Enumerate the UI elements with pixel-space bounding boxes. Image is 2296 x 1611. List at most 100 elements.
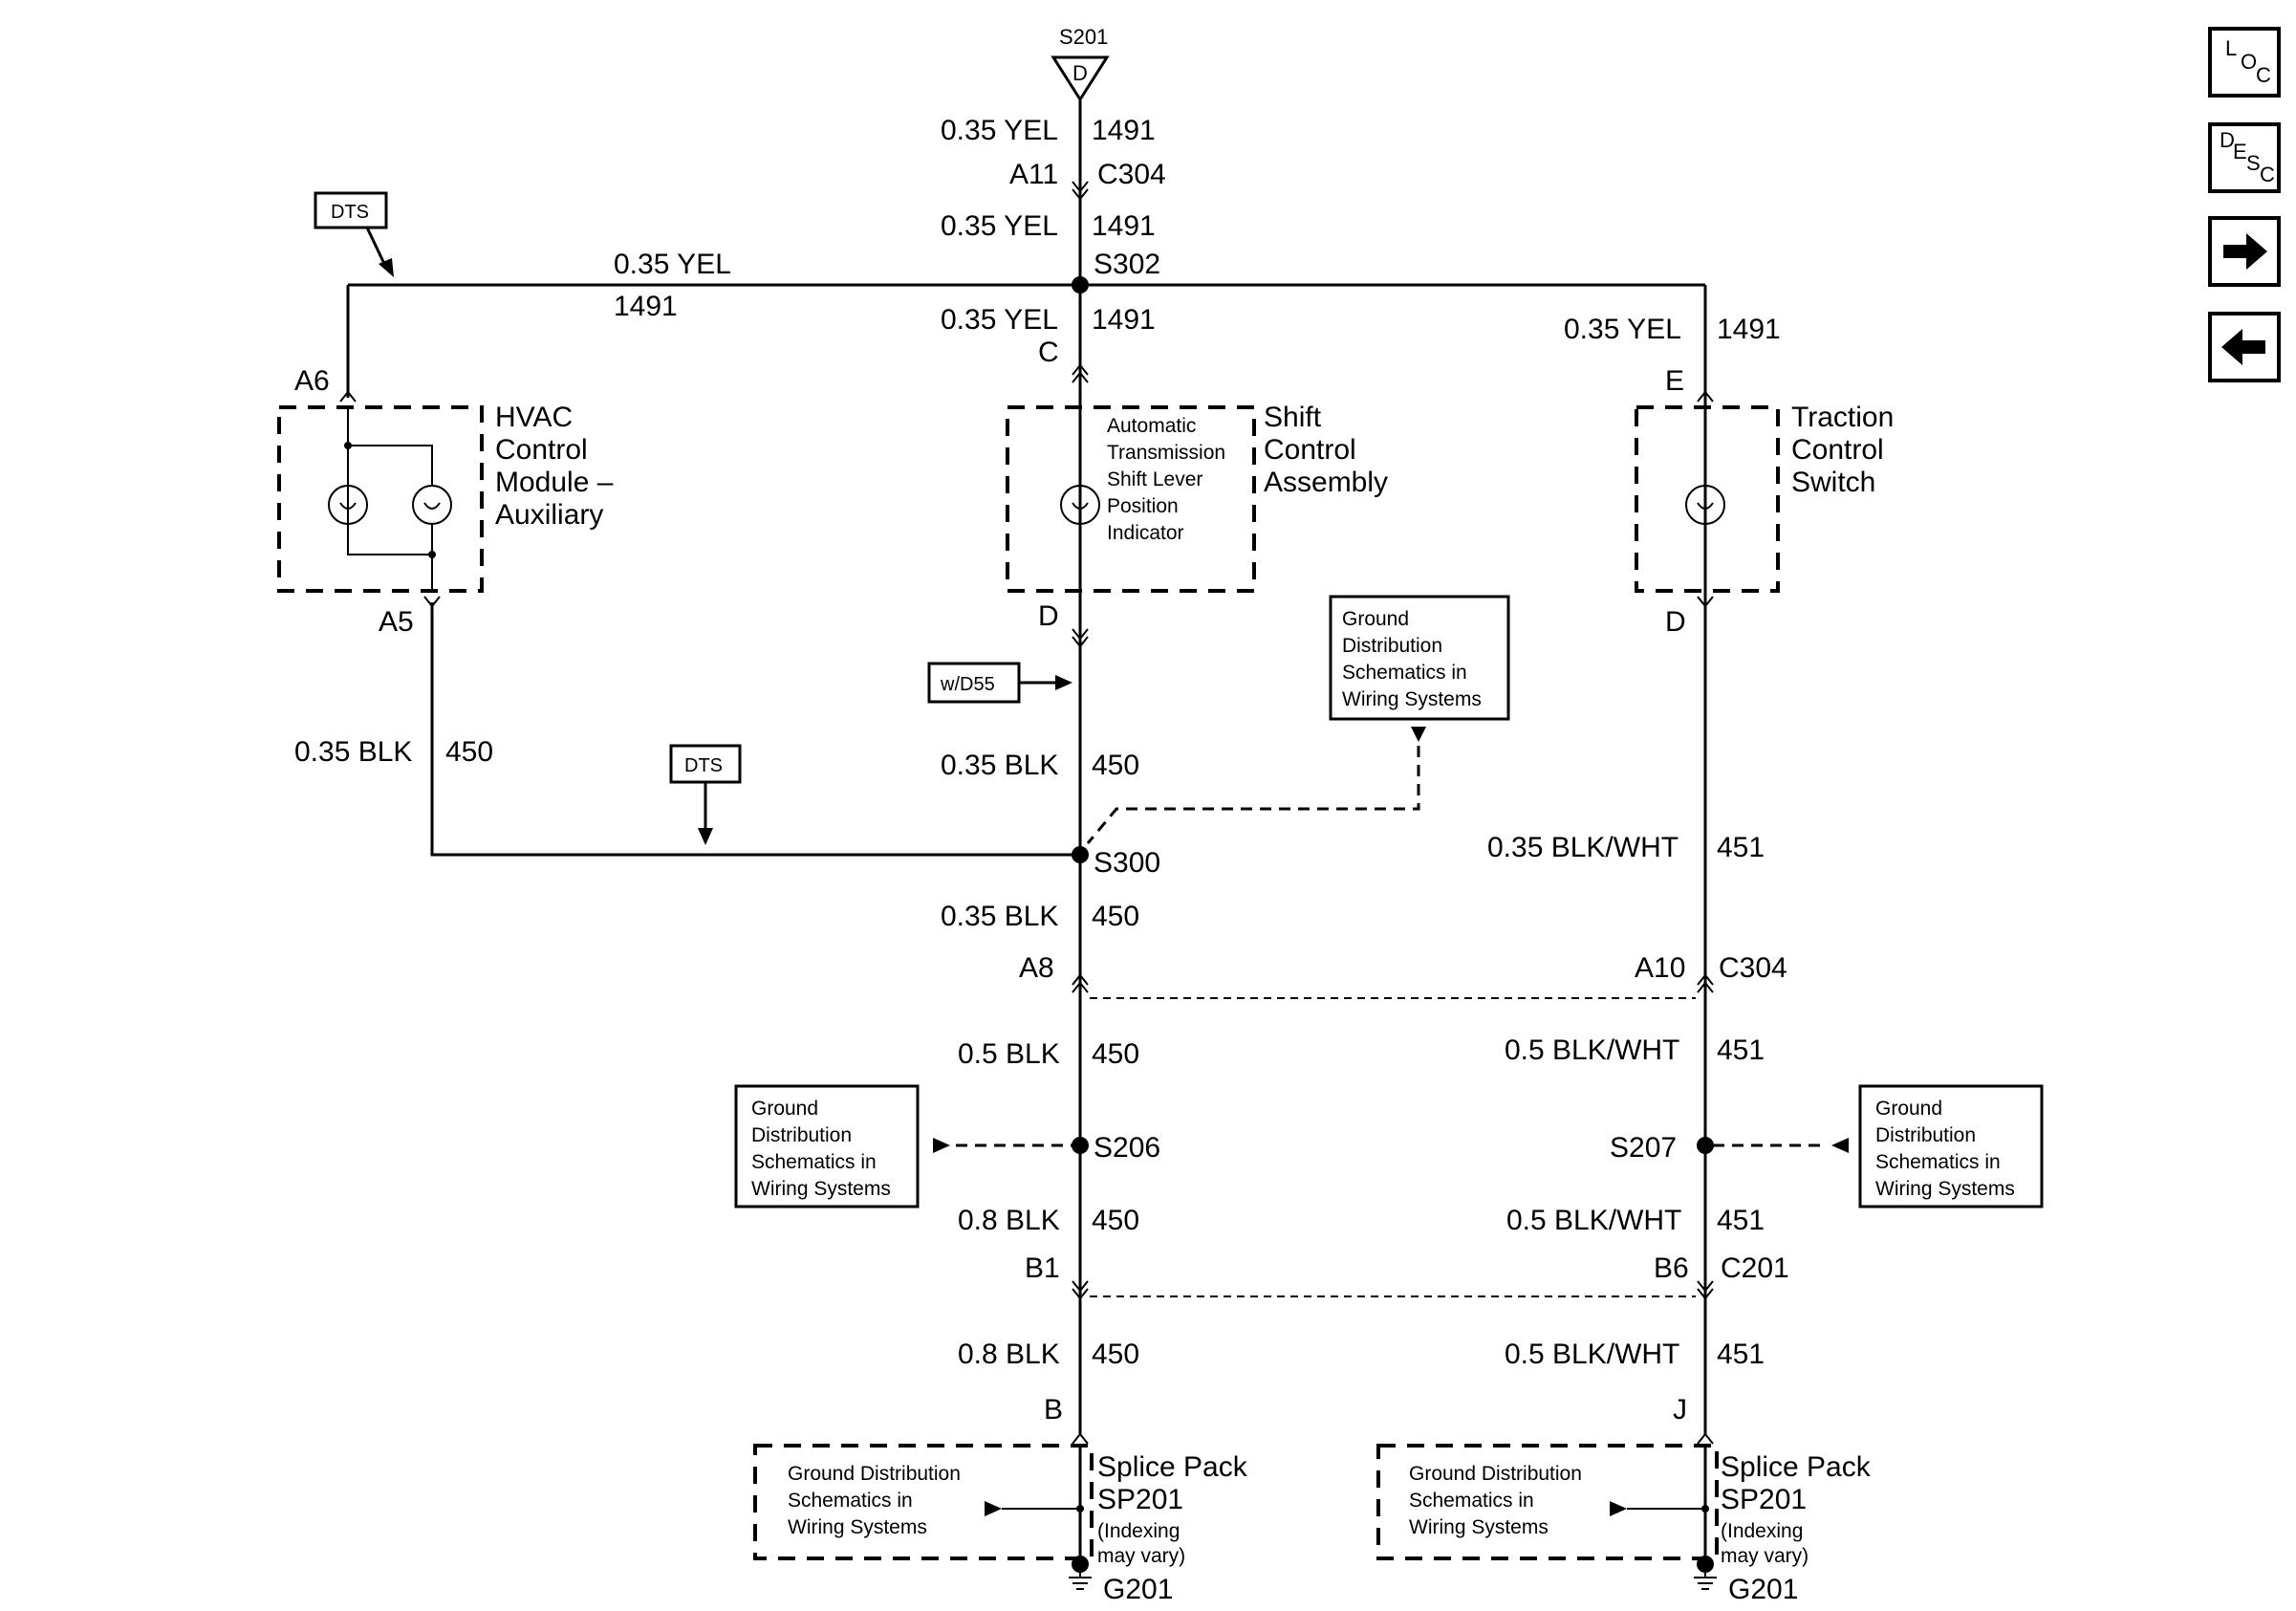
center-connector-bottom-1	[1072, 628, 1089, 641]
s302-label: S302	[1094, 249, 1160, 280]
s206-splice-dot	[1072, 1137, 1089, 1154]
right-connector-bottom	[1697, 596, 1714, 608]
feed-conn-pin: A11	[1009, 159, 1058, 190]
feed-seg1-circuit: 1491	[1092, 115, 1156, 146]
next-page-button[interactable]	[2208, 216, 2281, 287]
option-tag-box[interactable]	[927, 662, 1021, 704]
sp-left-arrow	[985, 1501, 1002, 1516]
hvac-bulb-2-icon	[412, 485, 452, 525]
center-connector-bottom-2	[1072, 636, 1089, 648]
shift-inner-line4: Position	[1107, 495, 1179, 517]
g201-left-label: G201	[1103, 1574, 1173, 1605]
ground-ref-right-line2: Distribution	[1875, 1124, 1976, 1146]
hvac-module-line2: Control	[495, 434, 588, 466]
feed-seg2-gauge: 0.35 YEL	[941, 210, 1058, 242]
center-branch: 0.35 YEL 1491 C Automatic Transmission S…	[734, 287, 1510, 1445]
left-ground-circuit: 450	[445, 736, 493, 768]
center-c201-chevron-2	[1072, 1288, 1089, 1300]
location-button-frame	[2208, 27, 2281, 98]
sp-right-title3: (Indexing	[1721, 1520, 1803, 1542]
ground-ref-top-line1: Ground	[1342, 608, 1409, 630]
center-pin-top: C	[1038, 337, 1059, 368]
connector-a11-chevron2	[1072, 188, 1089, 201]
left-ground-gauge: 0.35 BLK	[294, 736, 412, 768]
left-pin-top: A6	[294, 365, 330, 397]
ground-ref-right-line4: Wiring Systems	[1875, 1178, 2015, 1200]
right-ground3-circuit: 451	[1717, 1205, 1765, 1236]
dts-tag-box[interactable]	[314, 191, 388, 229]
arrow-right-icon	[2223, 233, 2267, 270]
right-ground4-circuit: 451	[1717, 1339, 1765, 1370]
right-gauge: 0.35 YEL	[1564, 314, 1681, 345]
center-c304-chevron-2	[1072, 981, 1089, 993]
hvac-module-box	[277, 405, 484, 593]
traction-bulb-icon	[1685, 485, 1725, 525]
center-ground1-gauge: 0.35 BLK	[941, 750, 1058, 781]
description-button[interactable]: D E S C	[2208, 122, 2281, 193]
center-ground5-gauge: 0.8 BLK	[958, 1339, 1060, 1370]
ground-ref-box-left[interactable]	[734, 1084, 920, 1208]
s207-splice-dot	[1697, 1137, 1714, 1154]
sp-right-title1: Splice Pack	[1721, 1451, 1872, 1483]
center-gauge: 0.35 YEL	[941, 304, 1058, 336]
traction-bulb-filament	[1697, 502, 1714, 510]
traction-module-line2: Control	[1791, 434, 1884, 466]
sp-right-title4: may vary)	[1721, 1545, 1809, 1567]
ground-ref-left-line2: Distribution	[751, 1124, 852, 1146]
s201-letter: D	[1072, 61, 1088, 85]
ground-ref-box-top[interactable]	[1329, 595, 1510, 721]
ground-ref-left-line1: Ground	[751, 1098, 818, 1120]
g201-right-label: G201	[1728, 1574, 1798, 1605]
previous-page-button[interactable]	[2208, 312, 2281, 382]
ground-ref-left-arrow	[933, 1138, 950, 1153]
center-ground3-circuit: 450	[1092, 1038, 1139, 1070]
right-sp-connector	[1697, 1432, 1714, 1445]
sp-right-title2: SP201	[1721, 1484, 1807, 1515]
s302-splice-dot	[1072, 276, 1089, 294]
ground-ref-left-line3: Schematics in	[751, 1151, 877, 1173]
shift-inner-line3: Shift Lever	[1107, 468, 1202, 490]
ground-ref-right-line1: Ground	[1875, 1098, 1942, 1120]
hvac-bulb-1-filament	[339, 502, 357, 510]
sp-left-inner-line2: Schematics in	[788, 1490, 913, 1512]
dts2-arrow-head	[698, 828, 713, 845]
left-gauge: 0.35 YEL	[614, 249, 731, 280]
s201-label: S201	[1059, 25, 1108, 49]
center-ground1-circuit: 450	[1092, 750, 1139, 781]
center-ground3-gauge: 0.5 BLK	[958, 1038, 1060, 1070]
right-c304-chevron-2	[1697, 981, 1714, 993]
ground-ref-top-dashed	[1086, 746, 1420, 844]
s206-label: S206	[1094, 1132, 1160, 1164]
ground-ref-box-right[interactable]	[1858, 1084, 2044, 1208]
right-pin-bottom: D	[1665, 606, 1686, 638]
shift-bulb-filament	[1072, 502, 1089, 510]
top-splice-s201: S201 D	[1051, 25, 1110, 102]
right-ground2-gauge: 0.5 BLK/WHT	[1505, 1034, 1679, 1066]
sp-left-node	[1076, 1505, 1084, 1513]
right-sp-pin: J	[1673, 1394, 1687, 1426]
dts-tag-label: DTS	[331, 202, 369, 223]
center-ground2-gauge: 0.35 BLK	[941, 901, 1058, 932]
sp-left-title1: Splice Pack	[1097, 1451, 1248, 1483]
right-ground1-gauge: 0.35 BLK/WHT	[1487, 832, 1679, 863]
sp-left-inner-line3: Wiring Systems	[788, 1516, 927, 1538]
sp-left-inner-line1: Ground Distribution	[788, 1463, 961, 1485]
shift-module-line1: Shift	[1264, 402, 1322, 433]
option-tag-label: w/D55	[940, 674, 995, 695]
dts-arrow-head	[379, 258, 394, 277]
right-c201-chevron-2	[1697, 1288, 1714, 1300]
shift-inner-line5: Indicator	[1107, 522, 1184, 544]
left-connector-top	[339, 390, 357, 403]
location-button[interactable]: L O C	[2208, 27, 2281, 98]
right-conn-pin: A10	[1635, 952, 1685, 984]
shift-module-line2: Control	[1264, 434, 1356, 466]
dts-tag2-box[interactable]	[669, 744, 742, 784]
ground-ref-top-arrow	[1411, 727, 1426, 742]
center-circuit: 1491	[1092, 304, 1156, 336]
ground-ref-right-arrow	[1831, 1138, 1849, 1153]
desc-letter-c: C	[2260, 163, 2275, 186]
right-ground4-gauge: 0.5 BLK/WHT	[1505, 1339, 1679, 1370]
feed-conn-name: C304	[1097, 159, 1166, 190]
hvac-module-line3: Module –	[495, 467, 614, 498]
right-ground3-gauge: 0.5 BLK/WHT	[1506, 1205, 1681, 1236]
